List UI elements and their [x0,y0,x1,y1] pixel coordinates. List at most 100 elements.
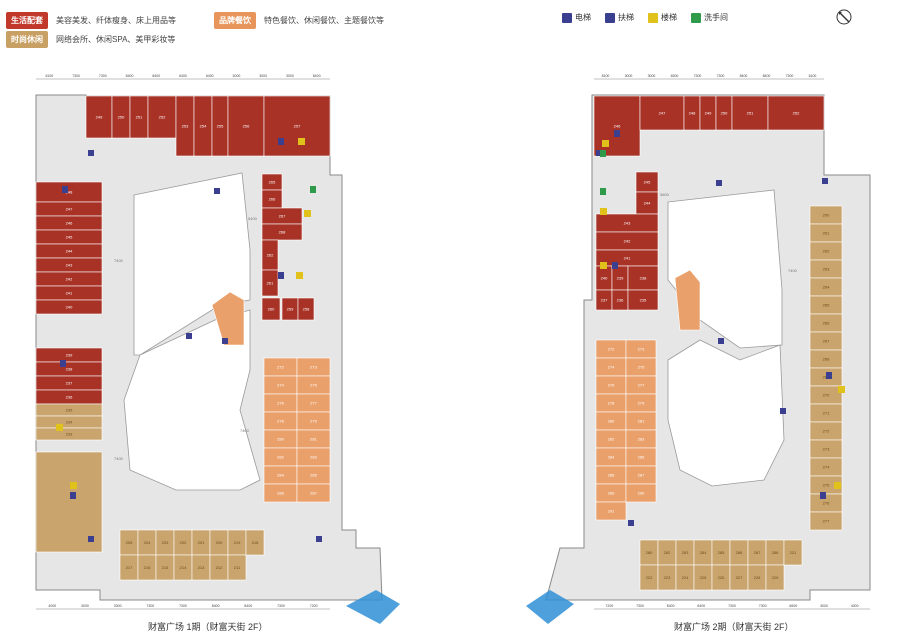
shop-unit[interactable] [263,95,331,157]
shop-unit-number: 278 [608,401,615,406]
legend-badge-leisure: 时尚休闲 [6,31,48,48]
shop-unit[interactable] [783,539,803,566]
shop-unit[interactable] [593,95,641,157]
shop-unit[interactable] [296,483,331,503]
dimension-value: 6300 [671,74,679,78]
shop-unit-number: 237 [66,381,73,386]
elevator-icon [614,130,620,137]
shop-unit-number: 276 [823,501,830,506]
caption-phase-2: 财富广场 2期（财富天街 2F） [674,622,794,632]
shop-unit[interactable] [35,427,103,441]
shop-unit[interactable] [809,511,843,531]
shop-unit[interactable] [639,95,685,131]
shop-unit-number: 243 [624,221,631,226]
shop-unit-number: 290 [638,491,645,496]
shop-unit-number: 287 [638,473,645,478]
shop-unit-number: 280 [646,550,653,555]
shop-unit-number: 219 [234,540,241,545]
shop-unit-number: 282 [277,455,284,460]
legend-text-leisure: 网络会所、休闲SPA、美甲彩妆等 [56,35,176,44]
shop-unit-number: 222 [646,575,653,580]
shop-unit-number: 248 [689,111,696,116]
shop-unit[interactable] [731,95,769,131]
shop-unit[interactable] [767,95,825,131]
shop-unit-number: 286 [277,491,284,496]
shop-unit[interactable] [261,223,303,241]
shop-unit-number: 243 [66,263,73,268]
shop-unit-number: 283 [310,455,317,460]
shop-unit-number: 263 [823,267,830,272]
dimension-value: 7300 [786,74,794,78]
shop-unit[interactable] [35,299,103,315]
shop-unit-number: 228 [754,575,761,580]
shop-unit-number: 257 [294,124,301,129]
dimension-value: 8400 [667,604,675,608]
restroom-icon [600,150,606,157]
shop-unit-number: 262 [823,249,830,254]
shop-unit-number: 251 [136,115,143,120]
stairs-icon [56,424,63,431]
icon-legend-elevator: 电梯 [562,12,591,23]
shop-unit-number: 285 [638,455,645,460]
shop-unit[interactable] [261,269,279,297]
corridor-dim: 7400 [788,268,798,273]
escalator-icon [716,180,722,186]
shop-unit-number: 280 [277,437,284,442]
shop-unit-number: 273 [638,347,645,352]
dimension-value: 6400 [313,74,321,78]
caption-phase-1: 财富广场 1期（财富天街 2F） [148,622,268,632]
escalator-icon [628,520,634,526]
shop-unit-number: 275 [310,383,317,388]
dimension-value: 8400 [740,74,748,78]
dimension-value: 8400 [763,74,771,78]
icon-legend-stairs: 楼梯 [648,12,677,23]
shop-unit-number: 291 [608,509,615,514]
shop-unit-number: 268 [823,357,830,362]
shop-unit[interactable] [625,483,657,503]
stairs-icon [296,272,303,279]
shop-unit-number: 249 [96,115,103,120]
shop-unit-number: 262 [267,253,274,258]
legend-text-life: 美容美发、纤体瘦身、床上用品等 [56,16,176,25]
dimension-value: 7300 [72,74,80,78]
unit-right-234[interactable] [674,269,701,331]
dimension-value: 3000 [648,74,656,78]
icon-legend-escalator: 扶梯 [605,12,634,23]
dimension-value: 8100 [602,74,610,78]
escalator-icon [822,178,828,184]
stairs-icon [298,138,305,145]
shop-unit-number: 221 [790,550,797,555]
corridor-dim: 7400 [240,428,250,433]
shop-unit-number: 239 [66,353,73,358]
shop-unit-number: 273 [823,447,830,452]
icon-legend-restroom: 洗手间 [691,12,728,23]
shop-unit-number: 286 [736,550,743,555]
shop-unit[interactable] [765,564,785,591]
escalator-icon [88,536,94,542]
dimension-value: 7300 [636,604,644,608]
elevator-icon [62,186,68,193]
shop-unit[interactable] [227,554,247,581]
legend-badge-food: 品牌餐饮 [214,12,256,29]
shop-unit-number: 252 [159,115,166,120]
shop-unit[interactable] [297,297,315,321]
shop-unit-number: 265 [823,303,830,308]
shop-unit-number: 224 [682,575,689,580]
shop-unit[interactable] [595,501,627,521]
shop-unit-number: 240 [601,276,608,281]
stairs-icon [600,262,607,269]
shop-unit[interactable] [261,297,281,321]
shop-unit[interactable] [627,265,659,291]
dimension-value: 6400 [179,74,187,78]
shop-unit-number: 272 [277,365,284,370]
shop-unit-number: 205 [126,540,133,545]
shop-unit[interactable] [245,529,265,556]
shop-unit[interactable] [147,95,177,139]
dimension-value: 3000 [114,604,122,608]
shop-unit[interactable] [627,289,659,311]
